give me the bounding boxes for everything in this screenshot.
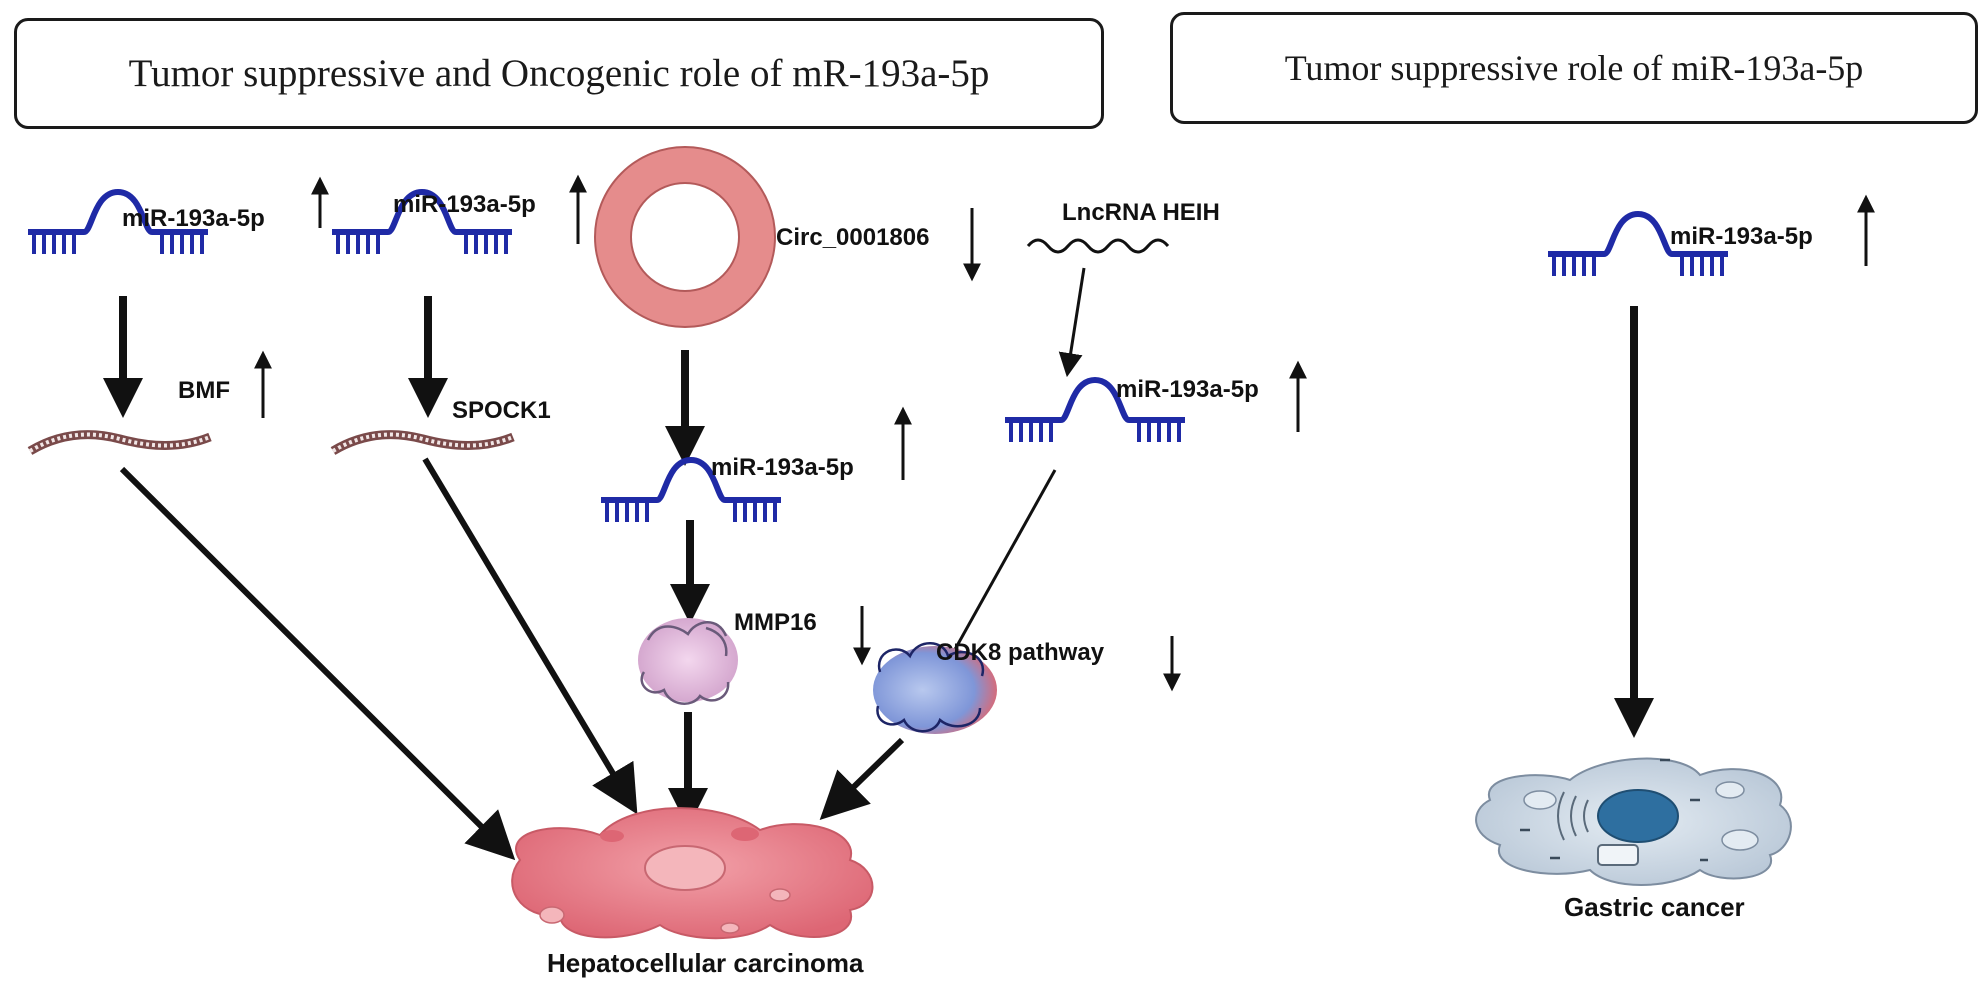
lncrna-wave-glyph (1026, 238, 1170, 254)
cdk8-label: CDK8 pathway (936, 639, 1105, 666)
arrow-bmf-to-hcc (119, 466, 516, 861)
circ-ring-inner-edge (630, 182, 740, 292)
title-right: Tumor suppressive role of miR-193a-5p (1170, 12, 1978, 124)
arrow-spock1-to-hcc (422, 457, 638, 815)
spock1-mrna-glyph (333, 435, 513, 451)
arrow-lncrna-to-mirna4 (1058, 267, 1086, 378)
circ-0001806-ring (595, 147, 775, 327)
gastric-cell-glyph (1475, 757, 1792, 886)
circ-ring-outer-edge (594, 146, 776, 328)
mirna-5-label: miR-193a-5p (1670, 223, 1813, 250)
arrow-cdk8-to-hcc (819, 737, 905, 821)
line-mirna4-to-cdk8 (946, 469, 1057, 663)
bmf-mrna-glyph (30, 435, 210, 451)
cdk8-protein-glyph (873, 642, 997, 734)
hcc-label: Hepatocellular carcinoma (547, 948, 864, 978)
spock1-label: SPOCK1 (452, 397, 551, 424)
hcc-cell-glyph (511, 807, 874, 940)
circ-label: Circ_0001806 (776, 224, 929, 251)
mirna-2-label: miR-193a-5p (393, 191, 536, 218)
bmf-label: BMF (178, 377, 230, 404)
title-left: Tumor suppressive and Oncogenic role of … (14, 18, 1104, 129)
mirna-1-label: miR-193a-5p (122, 205, 265, 232)
gastric-label: Gastric cancer (1564, 892, 1745, 922)
mirna-3-label: miR-193a-5p (711, 454, 854, 481)
lncrna-label: LncRNA HEIH (1062, 199, 1220, 226)
mmp16-protein-glyph (638, 618, 738, 705)
mmp16-label: MMP16 (734, 609, 817, 636)
mirna-4-label: miR-193a-5p (1116, 376, 1259, 403)
